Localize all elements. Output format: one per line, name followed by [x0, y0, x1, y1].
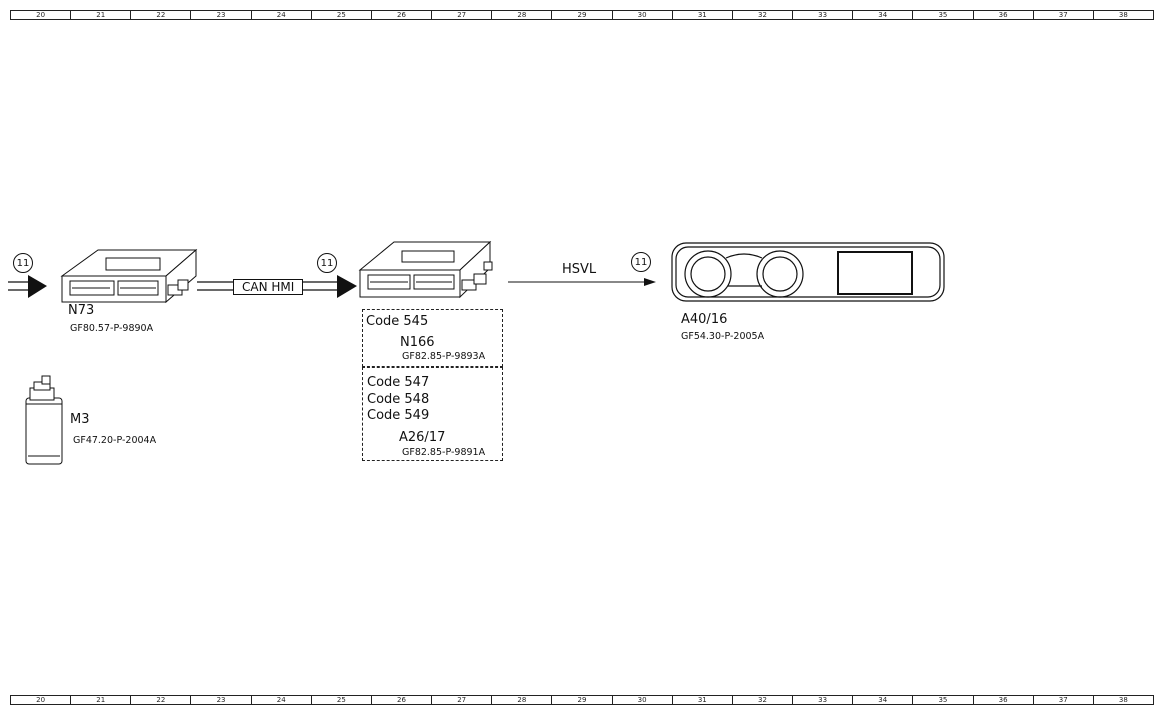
ruler-cell: 26: [372, 696, 433, 704]
ruler-cell: 30: [613, 11, 673, 19]
a26-option-box: Code 547 Code 548 Code 549 A26/17 GF82.8…: [362, 367, 503, 461]
hsvl-label: HSVL: [562, 262, 597, 277]
m3-name: M3: [70, 412, 90, 427]
ruler-cell: 24: [252, 11, 312, 19]
ruler-cell: 36: [974, 11, 1034, 19]
ruler-cell: 33: [793, 696, 854, 704]
ruler-cell: 22: [131, 11, 192, 19]
a26-code-label: Code 547: [367, 375, 430, 390]
a26-name: A26/17: [399, 430, 446, 445]
connector-reference-circle: 11: [317, 253, 337, 273]
n166-ref-link[interactable]: GF82.85-P-9893A: [402, 351, 486, 362]
ruler-cell: 22: [131, 696, 192, 704]
ruler-cell: 21: [71, 696, 132, 704]
ruler-cell: 25: [312, 696, 372, 704]
a40-name: A40/16: [681, 312, 728, 327]
ruler-cell: 37: [1034, 696, 1094, 704]
ruler-cell: 37: [1034, 11, 1094, 19]
ruler-cell: 34: [853, 11, 914, 19]
ruler-cell: 32: [733, 696, 794, 704]
a26-code-label: Code 549: [367, 408, 430, 423]
ruler-cell: 27: [432, 11, 493, 19]
a26-ref-link[interactable]: GF82.85-P-9891A: [402, 447, 486, 458]
n73-name: N73: [68, 303, 95, 318]
ruler-cell: 23: [191, 11, 252, 19]
column-ruler-top: 20 21 22 23 24 25 26 27 28 29 30 31 32 3…: [10, 10, 1154, 20]
ruler-cell: 27: [432, 696, 493, 704]
ruler-cell: 28: [492, 696, 553, 704]
ruler-cell: 34: [853, 696, 914, 704]
ruler-cell: 28: [492, 11, 553, 19]
n166-option-box: Code 545 N166 GF82.85-P-9893A: [362, 309, 503, 367]
ruler-cell: 38: [1118, 696, 1128, 704]
ruler-cell: 29: [552, 696, 613, 704]
ruler-cell: 33: [793, 11, 854, 19]
a26-code-label: Code 548: [367, 392, 430, 407]
a40-ref-link[interactable]: GF54.30-P-2005A: [681, 331, 765, 342]
n73-ref-link[interactable]: GF80.57-P-9890A: [70, 323, 154, 334]
ruler-cell: 32: [733, 11, 794, 19]
hsvl-line: [508, 278, 656, 286]
ruler-cell: 30: [613, 696, 673, 704]
ruler-cell: 20: [11, 696, 72, 704]
instrument-cluster-icon: [671, 242, 945, 302]
ruler-cell: 38: [1118, 11, 1128, 19]
ruler-cell: 35: [913, 696, 974, 704]
ruler-cell: 29: [552, 11, 613, 19]
connector-reference-circle: 11: [13, 253, 33, 273]
ruler-cell: 36: [974, 696, 1034, 704]
gateway-control-unit-icon: [358, 240, 493, 299]
m3-ref-link[interactable]: GF47.20-P-2004A: [73, 435, 157, 446]
ruler-cell: 31: [673, 11, 733, 19]
n166-code-label: Code 545: [366, 314, 429, 329]
can-hmi-label: CAN HMI: [233, 279, 304, 295]
ruler-cell: 24: [252, 696, 312, 704]
left-bus-arrow: [8, 275, 47, 298]
column-ruler-bottom: 20 21 22 23 24 25 26 27 28 29 30 31 32 3…: [10, 695, 1154, 705]
n73-control-unit-icon: [60, 248, 198, 304]
ruler-cell: 25: [312, 11, 372, 19]
ruler-cell: 26: [372, 11, 433, 19]
ruler-cell: 35: [913, 11, 974, 19]
ruler-cell: 31: [673, 696, 733, 704]
n166-name: N166: [400, 335, 435, 350]
fuel-pump-icon: [25, 375, 63, 465]
connector-reference-circle: 11: [631, 252, 651, 272]
ruler-cell: 23: [191, 696, 252, 704]
ruler-cell: 20: [11, 11, 72, 19]
ruler-cell: 21: [71, 11, 132, 19]
